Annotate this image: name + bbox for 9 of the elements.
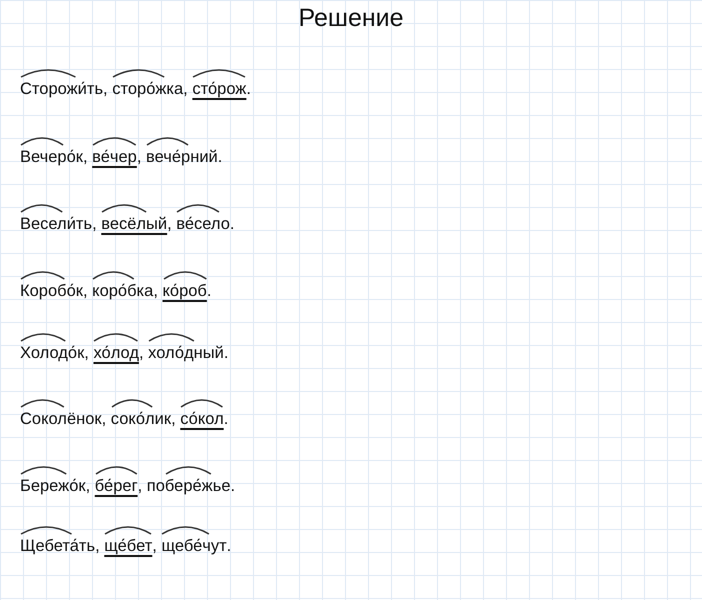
title: Решение [297, 4, 405, 33]
word-row-text: Соколёнок, соко́лик, со́кол. [20, 410, 228, 429]
word-row-text: Щебета́ть, ще́бет, щебе́чут. [20, 537, 232, 556]
word-row-text: Вечеро́к, ве́чер, вече́рний. [20, 148, 222, 167]
word-row-text: Сторожи́ть, сторо́жка, сто́рож. [20, 80, 251, 99]
word-row-text: Бережо́к, бе́рег, побере́жье. [20, 477, 236, 496]
word-row-text: Весели́ть, весёлый, ве́село. [20, 215, 235, 234]
word-row-text: Коробо́к, коро́бка, ко́роб. [20, 282, 212, 301]
word-row-text: Холодо́к, хо́лод, холо́дный. [20, 344, 228, 363]
